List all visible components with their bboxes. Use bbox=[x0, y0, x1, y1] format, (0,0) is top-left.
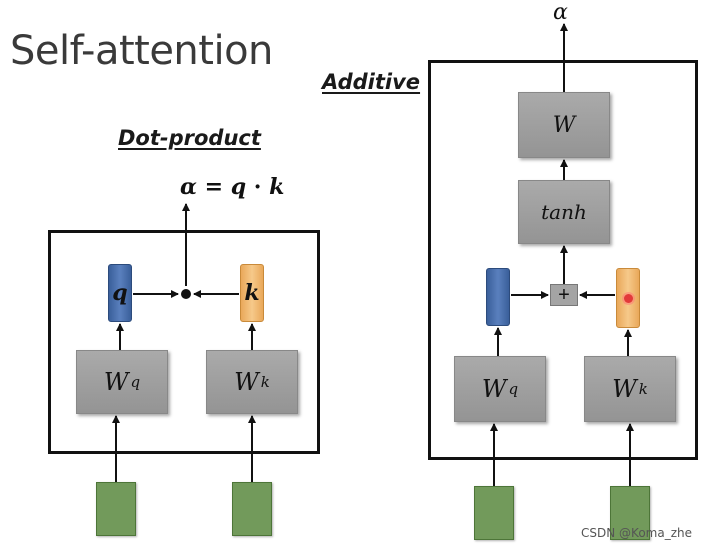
input-left-1 bbox=[96, 482, 136, 536]
wq-base-right: W bbox=[481, 375, 507, 403]
slide-title: Self-attention bbox=[10, 28, 273, 74]
input-right-2 bbox=[610, 486, 650, 540]
w-block: W bbox=[518, 92, 610, 158]
watermark: CSDN @Koma_zhe bbox=[581, 526, 692, 540]
formula-q: q bbox=[230, 174, 247, 200]
wq-sup: q bbox=[130, 373, 141, 391]
additive-output-alpha: α bbox=[553, 0, 568, 25]
wk-sup: k bbox=[260, 373, 270, 391]
plus-operator: + bbox=[550, 284, 578, 306]
query-vector-additive bbox=[486, 268, 510, 326]
formula-equals: = bbox=[204, 174, 224, 200]
input-left-2 bbox=[232, 482, 272, 536]
tanh-block: tanh bbox=[518, 180, 610, 244]
formula-alpha: α bbox=[180, 174, 197, 200]
key-vector-additive bbox=[616, 268, 640, 328]
cursor-dot-icon bbox=[623, 293, 633, 303]
dot-product-formula: α = q · k bbox=[180, 174, 284, 200]
formula-dot: · bbox=[253, 174, 262, 200]
input-right-1 bbox=[474, 486, 514, 540]
dot-product-heading: Dot-product bbox=[118, 126, 261, 150]
wk-base: W bbox=[234, 368, 259, 396]
dot-product-frame bbox=[48, 230, 320, 454]
wk-base-right: W bbox=[612, 375, 637, 403]
wk-sup-right: k bbox=[638, 380, 648, 398]
query-vector: q bbox=[108, 264, 132, 322]
key-vector: k bbox=[240, 264, 264, 322]
formula-k: k bbox=[269, 174, 285, 200]
wq-sup-right: q bbox=[508, 380, 519, 398]
additive-heading: Additive bbox=[322, 70, 421, 94]
dot-product-operator bbox=[181, 289, 191, 299]
wq-base: W bbox=[103, 368, 129, 396]
